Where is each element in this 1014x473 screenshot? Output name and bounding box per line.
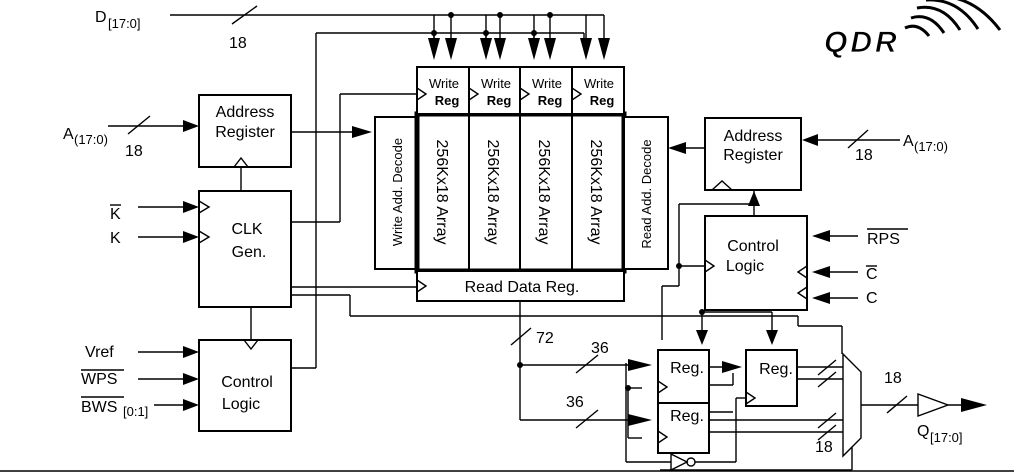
address-register-left-line1: Address: [216, 104, 275, 121]
output-buffer: [917, 392, 951, 418]
control-logic-right-line2: Logic: [726, 258, 764, 275]
out-reg-2: Reg.: [657, 402, 710, 454]
array-1-label: 256Kx18 Array: [433, 140, 450, 245]
addr-left-width: 18: [125, 143, 143, 160]
upper-branch-width: 36: [591, 340, 609, 357]
k-bar-label: K: [110, 206, 121, 223]
signal-labels: D [17:0] 18 A (17:0) 18 K K Vref WPS BWS…: [63, 9, 963, 456]
address-register-right-line1: Address: [724, 128, 783, 145]
control-logic-left-line1: Control: [221, 374, 273, 391]
q-out-name: Q: [917, 423, 929, 440]
array-3-label: 256Kx18 Array: [535, 140, 552, 245]
write-reg-4-bottom: Reg: [590, 93, 615, 108]
memory-arrays: 256Kx18 Array 256Kx18 Array 256Kx18 Arra…: [414, 111, 627, 274]
rps-label: RPS: [867, 231, 900, 248]
addr-right-width: 18: [855, 147, 873, 164]
addr-left-sub: (17:0): [74, 132, 108, 147]
addr-right-name: A: [903, 133, 914, 150]
bws-label: BWS: [81, 399, 117, 416]
c-label: C: [866, 266, 878, 283]
control-logic-left: Control Logic: [198, 339, 292, 432]
write-reg-1-bottom: Reg: [435, 93, 460, 108]
address-register-right: Address Register: [704, 117, 802, 191]
clk-gen-block: CLK Gen.: [198, 190, 292, 308]
address-register-right-line2: Register: [723, 147, 783, 164]
read-add-decode-label: Read Add. Decode: [639, 139, 654, 248]
write-reg-2-bottom: Reg: [487, 93, 512, 108]
write-add-decode: Write Add. Decode: [374, 116, 418, 270]
d-bus-width: 18: [229, 35, 247, 52]
write-regs: Write Reg Write Reg Write Reg Write Reg: [416, 66, 625, 115]
output-mux: [842, 352, 862, 458]
out-reg-3: Reg.: [745, 349, 798, 407]
out-reg-2-label: Reg.: [670, 408, 704, 425]
clk-gen-line1: CLK: [231, 221, 262, 238]
out-reg-1: Reg.: [657, 349, 710, 404]
read-add-decode: Read Add. Decode: [623, 116, 669, 270]
addr-right-sub: (17:0): [914, 139, 948, 154]
read-data-reg-label: Read Data Reg.: [465, 279, 580, 296]
lower-branch-width: 36: [566, 394, 584, 411]
address-register-left: Address Register: [198, 94, 292, 168]
address-register-left-line2: Register: [215, 124, 275, 141]
clk-gen-line2: Gen.: [232, 244, 267, 261]
bws-sub: [0:1]: [123, 404, 148, 419]
read-data-reg: Read Data Reg.: [416, 270, 625, 302]
out-reg-1-label: Reg.: [670, 360, 704, 377]
out-reg-3-label: Reg.: [759, 361, 793, 378]
write-reg-2-top: Write: [481, 76, 511, 91]
inverter: [670, 452, 696, 472]
vref-label: Vref: [85, 344, 114, 361]
qdr-logo: QDR: [824, 0, 1002, 59]
wires: [108, 5, 965, 471]
k-label: K: [110, 230, 121, 247]
q-out-width: 18: [884, 370, 902, 387]
d-bus-sub: [17:0]: [108, 16, 141, 31]
array-2-label: 256Kx18 Array: [484, 140, 501, 245]
array-4-label: 256Kx18 Array: [587, 140, 604, 245]
write-add-decode-label: Write Add. Decode: [390, 138, 405, 246]
mux-in-width: 18: [815, 439, 833, 456]
write-reg-3-top: Write: [532, 76, 562, 91]
read-bus-width: 72: [536, 330, 554, 347]
arrowheads: [183, 12, 987, 426]
control-logic-right-line1: Control: [727, 238, 779, 255]
qdr-logo-text: QDR: [824, 26, 900, 59]
d-bus-name: D: [95, 9, 107, 26]
control-logic-right: Control Logic: [704, 215, 808, 311]
q-out-sub: [17:0]: [930, 430, 963, 445]
write-reg-1-top: Write: [429, 76, 459, 91]
write-reg-3-bottom: Reg: [538, 93, 563, 108]
write-reg-4-top: Write: [584, 76, 614, 91]
c-bar-label: C: [866, 290, 878, 307]
wps-label: WPS: [81, 371, 117, 388]
addr-left-name: A: [63, 126, 74, 143]
control-logic-left-line2: Logic: [222, 396, 260, 413]
